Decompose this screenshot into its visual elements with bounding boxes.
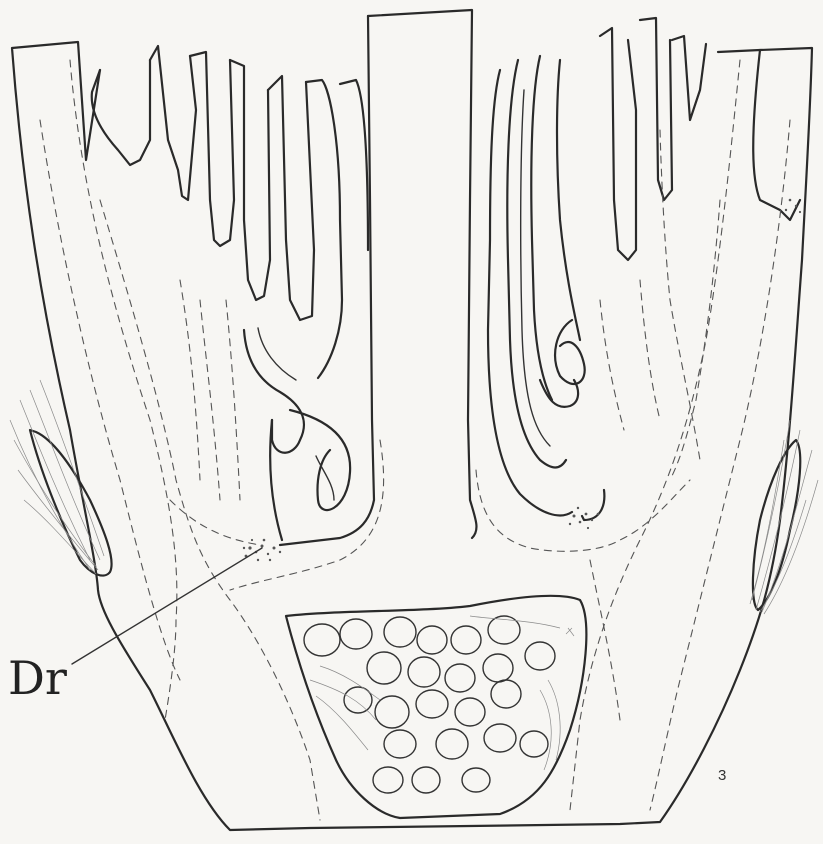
- dashed-boundaries: [40, 60, 790, 820]
- cell-cluster: [304, 616, 574, 793]
- label-leader-line: [72, 548, 262, 664]
- left-tube-group: [92, 46, 368, 540]
- gland-dots-left: [243, 539, 281, 562]
- structure-label: Dr: [8, 651, 67, 705]
- central-column: [368, 10, 476, 538]
- left-hair-tuft: [10, 380, 112, 576]
- right-tube-group: [488, 18, 800, 520]
- right-hair-tuft: [750, 420, 818, 614]
- outer-outline: [12, 42, 812, 830]
- figure-number: 3: [718, 767, 726, 784]
- lower-chamber: [286, 596, 586, 818]
